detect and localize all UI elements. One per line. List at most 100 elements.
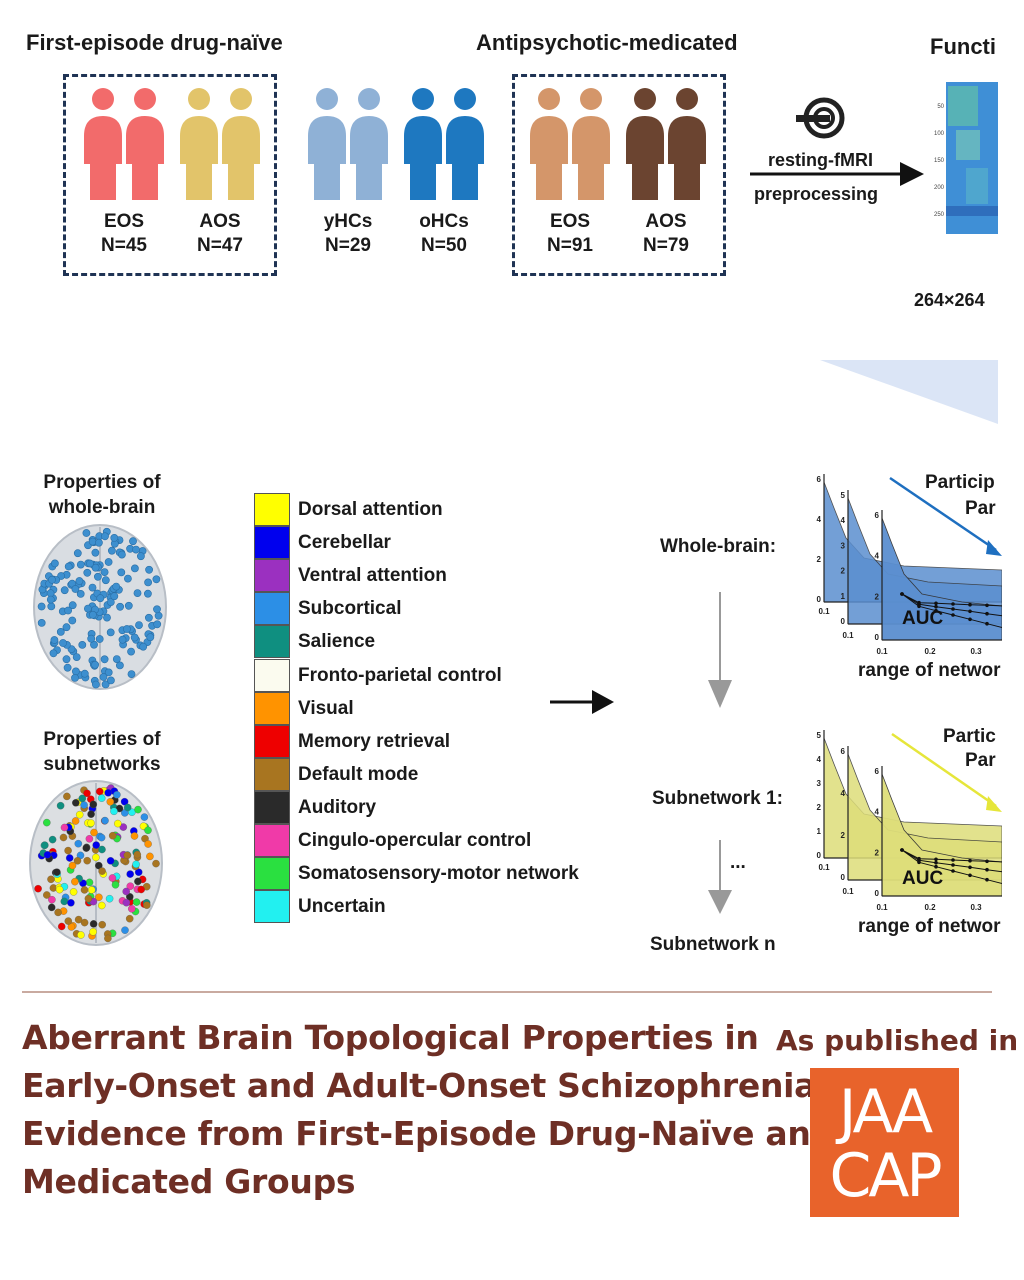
- brain-node-dot: [100, 568, 109, 576]
- y-tick-label: 3: [841, 541, 846, 550]
- subnetwork-node-dot: [101, 816, 109, 825]
- subnetwork-node-dot: [123, 803, 132, 812]
- brain-node-dot: [101, 576, 110, 585]
- brain-node-dot: [84, 604, 92, 613]
- published-in-label: As published in: [776, 1024, 1019, 1057]
- legend-label: Visual: [298, 697, 354, 719]
- subnetwork-node-dot: [113, 791, 121, 799]
- brain-node-dot: [124, 601, 133, 610]
- par-label: Par: [965, 498, 996, 519]
- subnetwork-node-dot: [119, 823, 128, 831]
- curve-point: [951, 869, 955, 873]
- legend-swatch: [254, 658, 290, 692]
- legend-label: Salience: [298, 631, 376, 653]
- curve-point: [900, 592, 904, 596]
- group-count: N=29: [325, 235, 371, 256]
- person-pair-icon: [82, 86, 166, 200]
- subnetwork-node-dot: [75, 810, 84, 819]
- preprocessing-arrow: [750, 97, 924, 186]
- y-tick-label: 2: [841, 567, 846, 576]
- brain-node-dot: [72, 653, 81, 661]
- brain-node-dot: [78, 641, 87, 649]
- subnetworks-caption: Properties of subnetworks: [43, 729, 161, 775]
- brain-node-dot: [94, 572, 102, 581]
- y-tick-label: 4: [817, 515, 822, 524]
- brain-node-dot: [110, 592, 119, 601]
- brain-node-dot: [130, 633, 139, 642]
- medicated-box: [512, 74, 726, 276]
- brain-node-dot: [103, 613, 111, 622]
- curve-point: [917, 604, 921, 609]
- curve-point: [951, 858, 955, 862]
- drug-naive-title: First-episode drug-naïve: [26, 30, 283, 55]
- curve-point: [985, 867, 989, 872]
- y-tick-label: 3: [817, 779, 822, 788]
- subnetwork-node-dot: [83, 856, 91, 865]
- brain-node-dot: [145, 565, 153, 574]
- participant-label: Particip: [925, 472, 995, 493]
- brain-node-dot: [153, 605, 161, 614]
- brain-node-dot: [144, 578, 152, 587]
- subnetwork-node-dot: [73, 857, 82, 865]
- brain-node-dot: [89, 610, 97, 619]
- person-pair-icon: [624, 86, 708, 200]
- subnetwork-node-dot: [64, 917, 73, 925]
- auc-label: AUC: [902, 868, 943, 889]
- group-name: EOS: [549, 211, 591, 232]
- brain-node-dot: [76, 560, 85, 569]
- subnetwork-node-dot: [108, 874, 117, 882]
- subnetwork-node-dot: [48, 835, 57, 844]
- curve-point: [985, 611, 989, 616]
- subnetwork-node-dot: [69, 888, 78, 896]
- group-name: AOS: [645, 211, 687, 232]
- subnetwork-node-dot: [92, 853, 100, 862]
- brain-node-dot: [152, 575, 161, 584]
- group-count: N=45: [101, 235, 147, 256]
- legend-swatch: [254, 790, 290, 824]
- brain-node-dot: [37, 619, 46, 627]
- x-tick-label: 0.1: [842, 887, 854, 896]
- y-tick-label: 1: [817, 827, 822, 836]
- participant-arrow: [891, 732, 997, 808]
- brain-node-dot: [145, 613, 153, 622]
- brain-node-dot: [62, 623, 71, 632]
- subnetwork-node-dot: [43, 851, 52, 859]
- brain-node-dot: [116, 602, 124, 611]
- subnetwork-node-dot: [137, 885, 145, 894]
- brain-node-dot: [104, 558, 113, 566]
- brain-node-dot: [100, 655, 109, 664]
- subnetwork-node-dot: [122, 898, 131, 907]
- brain-node-dot: [127, 647, 135, 656]
- legend-label: Memory retrieval: [298, 730, 451, 752]
- brain-node-dot: [104, 668, 113, 677]
- brain-node-dot: [71, 585, 80, 593]
- matrix-tick: 100: [934, 131, 945, 137]
- y-tick-label: 6: [875, 511, 880, 520]
- subnetwork-node-dot: [97, 833, 106, 842]
- brain-node-dot: [154, 611, 163, 620]
- legend-swatch: [254, 592, 290, 626]
- subnetwork-node-dot: [89, 920, 98, 928]
- brain-node-dot: [56, 628, 65, 636]
- brain-node-dot: [106, 628, 115, 637]
- x-tick-label: 0.1: [842, 631, 854, 640]
- subnetwork-node-dot: [56, 801, 65, 810]
- brain-node-dot: [133, 589, 142, 597]
- brain-node-dot: [123, 625, 131, 633]
- subnetwork-node-dot: [144, 840, 152, 848]
- y-tick-label: 4: [841, 516, 846, 525]
- brain-node-dot: [46, 595, 55, 604]
- subnetwork-node-dot: [83, 789, 91, 798]
- subnetwork-node-dot: [98, 867, 106, 875]
- brain-node-dot: [62, 655, 71, 664]
- curve-point: [968, 602, 972, 607]
- subnetwork-node-dot: [47, 903, 56, 912]
- subnetwork-node-dot: [55, 885, 64, 894]
- subnetwork-node-dot: [111, 881, 120, 889]
- matrix-tick: 150: [934, 158, 945, 164]
- subnetwork-node-dot: [80, 918, 89, 927]
- curve-point: [951, 602, 955, 606]
- matrix-tick: 50: [937, 104, 944, 110]
